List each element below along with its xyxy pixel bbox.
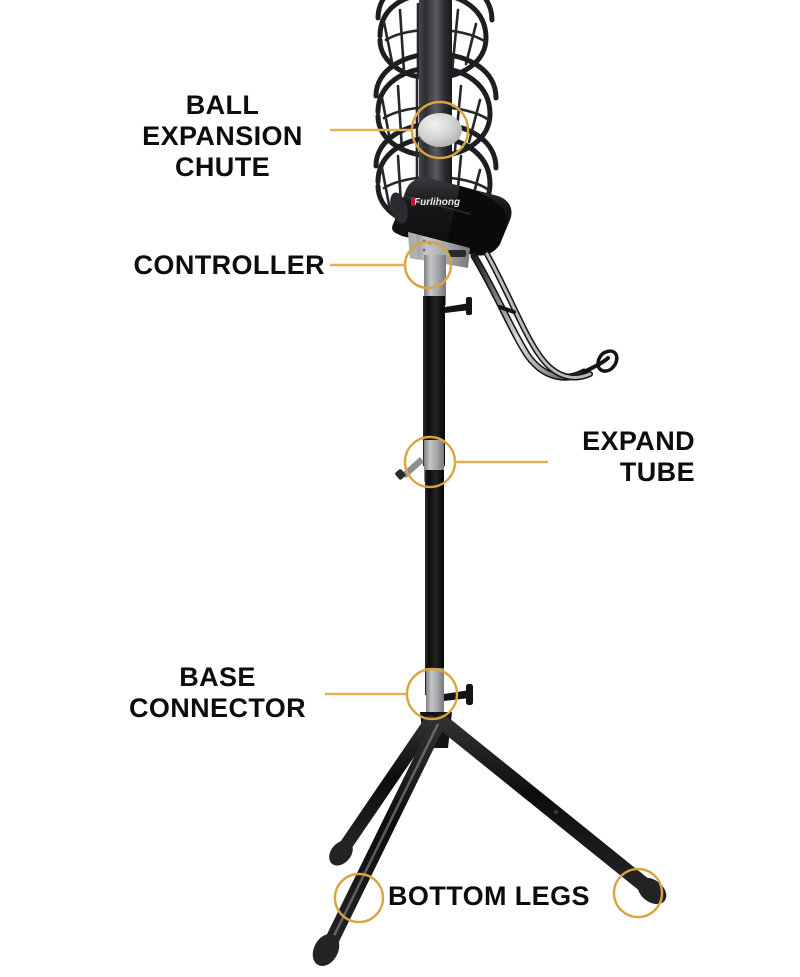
callout-label-ball-expansion-chute: BALL EXPANSION CHUTE xyxy=(142,90,303,182)
controller-housing xyxy=(408,232,470,268)
support-arm xyxy=(470,251,619,381)
pole-lower xyxy=(425,470,444,695)
callout-overlay xyxy=(325,100,664,924)
base-connector-collar xyxy=(426,668,444,718)
callout-ring-bottom-legs-right xyxy=(612,867,664,919)
pole-upper-collar xyxy=(424,255,446,305)
pole-lock-knob-upper xyxy=(445,297,472,315)
callout-ring-bottom-legs-left xyxy=(333,872,385,924)
callout-label-bottom-legs: BOTTOM LEGS xyxy=(388,881,590,911)
callout-label-controller: CONTROLLER xyxy=(133,250,325,280)
pole-upper xyxy=(423,296,445,466)
leg-front-foot xyxy=(312,933,340,967)
leg-left-rear-foot xyxy=(329,840,353,866)
brand-logo-mark xyxy=(411,197,415,206)
ball-in-chute xyxy=(418,113,462,147)
callout-label-base-connector: BASE CONNECTOR xyxy=(128,662,307,723)
leg-right-foot xyxy=(637,877,667,905)
callout-label-expand-tube: EXPAND TUBE xyxy=(582,426,695,487)
base-connector-knob xyxy=(444,684,473,705)
tripod-legs xyxy=(312,714,667,967)
leg-right xyxy=(434,714,656,896)
brand-logo-text: Furlihong xyxy=(414,197,460,208)
leg-left-rear xyxy=(337,715,437,855)
